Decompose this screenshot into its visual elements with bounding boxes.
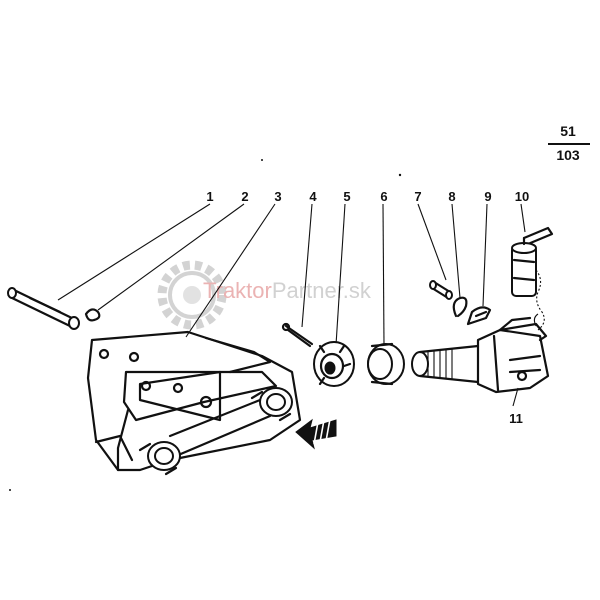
part-7-pin — [429, 280, 453, 300]
part-8-clip — [452, 296, 468, 318]
page-number: 51 103 — [548, 123, 590, 163]
part-3-bracket — [86, 330, 302, 476]
watermark: TraktorPartner.sk — [157, 260, 372, 330]
callout-8: 8 — [448, 189, 455, 204]
part-11-clevis — [411, 316, 550, 394]
page-number-bottom: 103 — [556, 147, 580, 163]
part-9-retainer — [466, 306, 492, 326]
leader-lines — [57, 203, 526, 407]
direction-arrow-icon — [295, 418, 337, 450]
callout-1: 1 — [206, 189, 213, 204]
upper-bushing — [250, 387, 293, 422]
callout-10: 10 — [515, 189, 529, 204]
part-1-pin — [7, 287, 80, 330]
callout-5: 5 — [343, 189, 350, 204]
page-number-top: 51 — [560, 123, 576, 139]
watermark-part1: Traktor — [203, 278, 272, 303]
scan-specks — [9, 159, 402, 491]
part-4-split-pin — [281, 322, 314, 348]
watermark-text: TraktorPartner.sk — [203, 278, 372, 303]
callout-2: 2 — [241, 189, 248, 204]
callout-9: 9 — [484, 189, 491, 204]
part-2-clip — [84, 308, 101, 322]
watermark-part2: Partner.sk — [272, 278, 372, 303]
callout-11: 11 — [509, 411, 523, 426]
part-6-ring — [367, 342, 405, 386]
callout-7: 7 — [414, 189, 421, 204]
callout-4: 4 — [309, 189, 317, 204]
callout-3: 3 — [274, 189, 281, 204]
lower-bushing — [138, 441, 181, 476]
part-10-locking-pin — [511, 226, 554, 331]
part-5-castle-nut — [313, 341, 355, 387]
callout-labels: 1 2 3 4 5 6 7 8 9 10 11 — [206, 189, 529, 426]
callout-6: 6 — [380, 189, 387, 204]
